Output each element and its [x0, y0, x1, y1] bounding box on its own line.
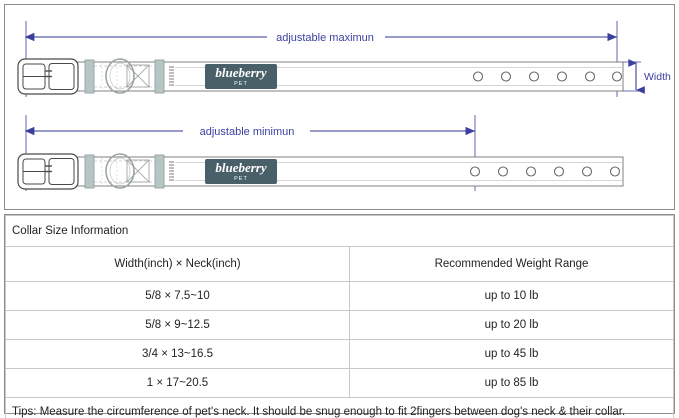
min-dimension-group: adjustable minimun: [24, 115, 476, 191]
d-ring: [105, 58, 135, 94]
table-header-row: Width(inch) × Neck(inch) Recommended Wei…: [4, 246, 674, 282]
cell-size: 3/4 × 13~16.5: [4, 339, 351, 369]
adjustment-holes: [469, 166, 621, 177]
collar-diagram: adjustable maximun: [17, 21, 671, 191]
collar-size-table-wrap: Collar Size Information Width(inch) × Ne…: [4, 214, 675, 418]
maximum-strap: blueberry PET: [17, 58, 624, 95]
collar-diagram-panel: adjustable maximun: [4, 4, 675, 210]
header-weight: Recommended Weight Range: [349, 246, 674, 282]
brand-sub: PET: [234, 176, 248, 182]
table-row: 3/4 × 13~16.5 up to 45 lb: [4, 339, 674, 369]
brand-sub: PET: [234, 81, 248, 87]
brand-tag: blueberry PET: [205, 159, 277, 184]
adjustable-min-label: adjustable minimun: [200, 126, 295, 138]
collar-size-table: Collar Size Information Width(inch) × Ne…: [4, 215, 674, 418]
brand-name: blueberry: [215, 65, 267, 80]
cell-size: 1 × 17~20.5: [4, 368, 351, 398]
table-row: 1 × 17~20.5 up to 85 lb: [4, 368, 674, 398]
cell-size: 5/8 × 9~12.5: [4, 310, 351, 340]
adjustment-holes: [472, 71, 623, 82]
keeper-loop: [84, 154, 95, 189]
table-caption: Collar Size Information: [5, 215, 674, 247]
cell-size: 5/8 × 7.5~10: [4, 281, 351, 311]
keeper-loop: [154, 154, 165, 189]
width-label: Width: [644, 71, 671, 83]
table-tips-row: Tips: Measure the circumference of pet's…: [5, 397, 674, 418]
brand-name: blueberry: [215, 160, 267, 175]
cell-weight: up to 20 lb: [349, 310, 674, 340]
width-dimension-group: Width: [623, 59, 671, 94]
max-dimension-group: adjustable maximun: [24, 21, 618, 97]
web-texture: [169, 161, 174, 181]
d-ring: [105, 153, 135, 189]
cell-weight: up to 45 lb: [349, 339, 674, 369]
table-row: 5/8 × 9~12.5 up to 20 lb: [4, 310, 674, 340]
keeper-loop: [84, 59, 95, 94]
table-row: 5/8 × 7.5~10 up to 10 lb: [4, 281, 674, 311]
cell-weight: up to 85 lb: [349, 368, 674, 398]
keeper-loop: [154, 59, 165, 94]
table-tips: Tips: Measure the circumference of pet's…: [5, 397, 674, 418]
web-texture: [169, 66, 174, 86]
brand-tag: blueberry PET: [205, 64, 277, 89]
cell-weight: up to 10 lb: [349, 281, 674, 311]
header-size: Width(inch) × Neck(inch): [4, 246, 351, 282]
minimum-strap: blueberry PET: [17, 153, 624, 190]
stitch-box: [126, 64, 150, 88]
adjustable-max-label: adjustable maximun: [276, 32, 374, 44]
table-caption-row: Collar Size Information: [5, 215, 674, 247]
stitch-box: [126, 159, 150, 183]
